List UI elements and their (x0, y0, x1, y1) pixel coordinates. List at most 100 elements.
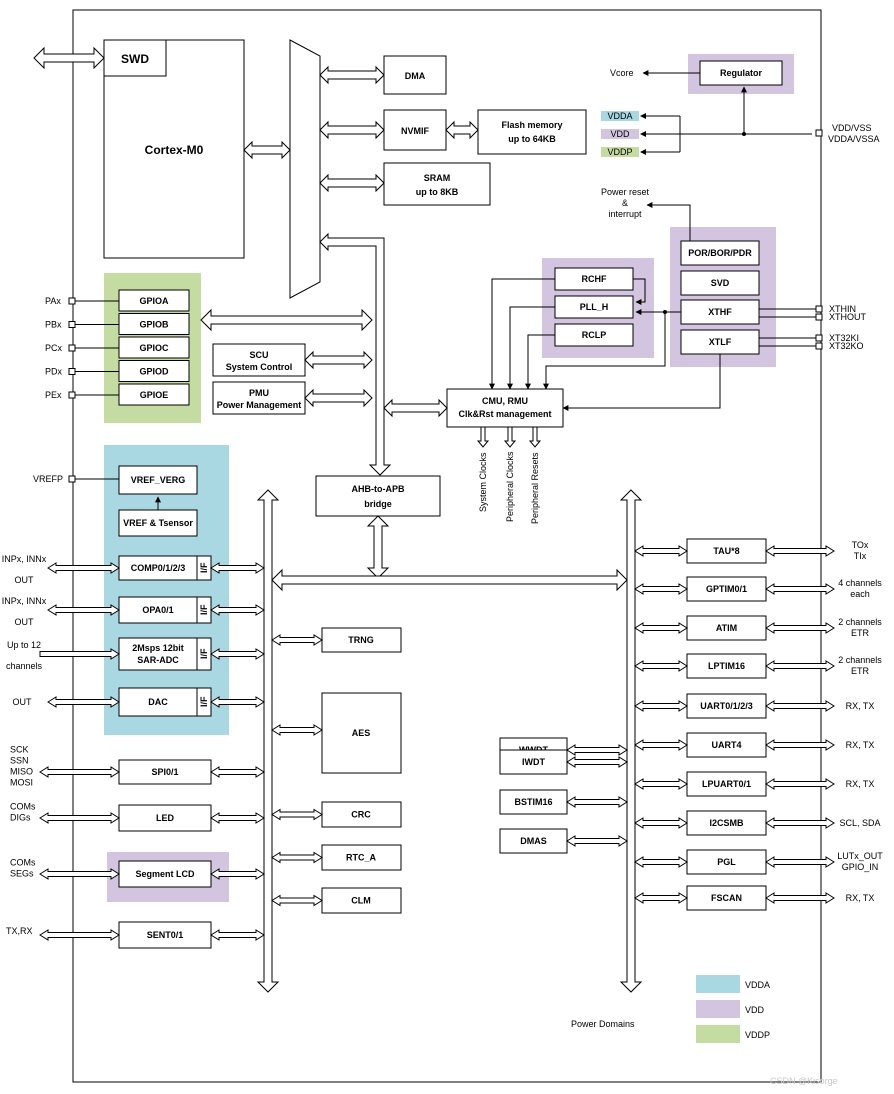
dmas-to-apb-arrow (566, 835, 628, 847)
adc-pin-arrow (39, 648, 120, 660)
sram-label-l2: up to 8KB (416, 187, 459, 197)
trng-to-apb-arrow (271, 634, 323, 646)
opa-if-label: I/F (199, 604, 209, 615)
right-periph-signal: SCL, SDA (839, 818, 880, 828)
right-periph-signal-l2: ETR (851, 666, 870, 676)
right-periph-label: LPTIM16 (708, 661, 745, 671)
rchf-label: RCHF (582, 274, 607, 284)
seglcd-block (118, 860, 212, 888)
power-reset-l1: Power reset (601, 187, 650, 197)
right-periph-block (686, 885, 767, 911)
right-periph-signal-l2: GPIO_IN (842, 862, 879, 872)
seglcd-signal: SEGs (10, 869, 34, 879)
pmu-sub: Power Management (217, 400, 302, 410)
wwdt-to-apb-arrow (566, 744, 628, 756)
adc-to-apb-arrow (210, 648, 265, 660)
sysclk-out-arrow (476, 426, 490, 448)
vddp-tag-bg (601, 147, 639, 157)
legend-swatch (696, 975, 740, 993)
right-periph-block (686, 653, 767, 679)
sent-pin-arrow (39, 929, 120, 941)
ahb-apb-bridge (315, 475, 441, 517)
right-periph-block (686, 771, 767, 797)
led-signal: DIGs (10, 813, 31, 823)
right-periph-pin-arrow (765, 545, 835, 557)
spi-signal: SCK (10, 745, 29, 755)
spi-block (118, 759, 212, 785)
dac-signal: OUT (13, 697, 33, 707)
xtlf-label: XTLF (709, 337, 732, 347)
bus-to-cmu-arrow (383, 398, 448, 418)
gpio-label: GPIOA (139, 296, 169, 306)
vdd-junction (742, 132, 746, 136)
gpio-pin-label: PBx (45, 320, 62, 330)
adc-label-l2: SAR-ADC (137, 655, 179, 665)
comp-signal-l1: INPx, INNx (2, 554, 47, 564)
comp-to-apb-arrow (210, 562, 265, 574)
comp-label: COMP0/1/2/3 (131, 563, 186, 573)
pll-to-cmu (507, 306, 555, 390)
rclp-to-cmu (525, 334, 555, 390)
bridge-to-apb-arrow (366, 515, 390, 579)
right-periph-label: ATIM (716, 623, 737, 633)
right-periph-label: PGL (717, 857, 736, 867)
right-periph-pin-arrow (765, 778, 835, 790)
system-clocks-label: System Clocks (478, 452, 488, 512)
swd-block (103, 39, 167, 77)
spi-signal: MISO (10, 767, 33, 777)
apb-bus-left (256, 489, 280, 993)
right-periph-signal-l2: each (850, 589, 870, 599)
right-periph-pin-arrow (765, 622, 835, 634)
scu-title: SCU (249, 350, 268, 360)
dac-pin-arrow (47, 696, 120, 708)
scu-block (212, 343, 306, 377)
opa-label: OPA0/1 (142, 605, 173, 615)
pmu-block (212, 381, 306, 415)
right-periph-signal: RX, TX (846, 779, 875, 789)
led-signal: COMs (10, 802, 36, 812)
right-periph-pin-arrow (765, 739, 835, 751)
right-periph-bus-arrow (634, 856, 688, 868)
xthf-label: XTHF (708, 307, 732, 317)
comp-signal-l2: OUT (15, 575, 35, 585)
sent-label: SENT0/1 (147, 930, 184, 940)
right-periph-block (686, 810, 767, 836)
opa-to-apb-arrow (210, 604, 265, 616)
power-reset-l3: interrupt (608, 209, 642, 219)
bstim-block (499, 789, 568, 815)
right-periph-block (686, 693, 767, 719)
scu-bus-arrow (304, 350, 373, 370)
xtlf-to-cmu (562, 354, 721, 411)
ahb-bus-matrix (289, 39, 321, 299)
vref-tsensor-block (118, 509, 198, 537)
vref-verg-block (118, 465, 198, 495)
right-periph-label: UART4 (711, 740, 741, 750)
spi-label: SPI0/1 (151, 767, 178, 777)
vdda-vssa-label: VDDA/VSSA (828, 134, 880, 144)
right-periph-pin-arrow (765, 892, 835, 904)
right-periph-signal-l2: TIx (854, 551, 867, 561)
perrst-out-arrow (528, 426, 542, 448)
cmu-label-l2: Clk&Rst management (458, 409, 551, 419)
gpio-pin-label: PDx (45, 367, 63, 377)
pll-out-to-cmu (543, 312, 666, 390)
right-periph-pin-arrow (765, 856, 835, 868)
right-periph-bus-arrow (634, 700, 688, 712)
opa-pin-arrow (47, 604, 120, 616)
trng-label: TRNG (348, 635, 374, 645)
cmu-rmu-block (446, 388, 564, 428)
chip-outline (72, 9, 822, 1083)
gpio-pin-label: PCx (45, 343, 63, 353)
xt32ko-pin (815, 342, 823, 350)
rtc-label: RTC_A (346, 853, 377, 863)
rtc-to-apb-arrow (271, 851, 323, 864)
legend-label: VDDA (745, 980, 770, 990)
right-periph-signal: RX, TX (846, 893, 875, 903)
perclk-out-arrow (503, 426, 517, 448)
vdda-tag: VDDA (607, 111, 632, 121)
clm-block (321, 887, 402, 914)
xt32ki-pin (815, 334, 823, 342)
bridge-label-l1: AHB-to-APB (352, 484, 405, 494)
xt32ko-label: XT32KO (829, 341, 864, 351)
